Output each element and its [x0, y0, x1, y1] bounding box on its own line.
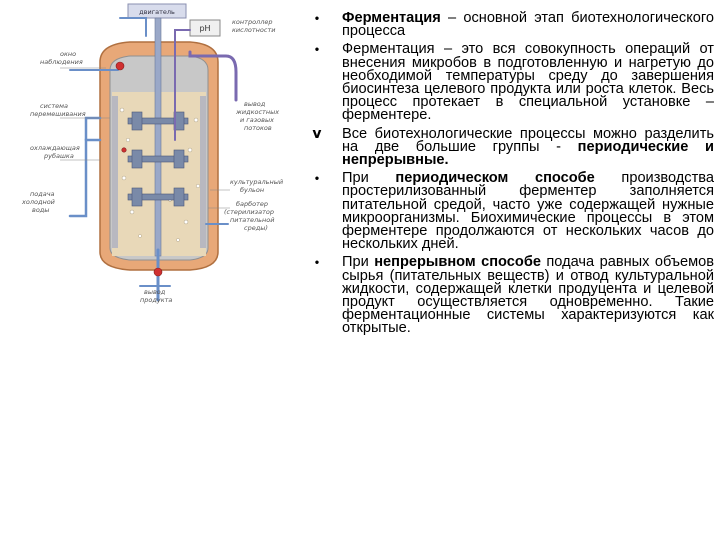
bullet-item: v Все биотехнологические процессы можно р…: [310, 125, 714, 169]
bullet-marker: v: [312, 125, 322, 142]
text-span: При: [342, 170, 396, 187]
text-span: Ферментация – это вся совокупность опера…: [342, 41, 714, 124]
bullet-text: При периодическом способе производства п…: [342, 170, 714, 253]
text-span: Все биотехнологические процессы можно ра…: [342, 125, 714, 155]
ph-box: pH: [189, 19, 221, 37]
bullet-text: Все биотехнологические процессы можно ра…: [342, 125, 714, 169]
bullet-marker: •: [314, 255, 320, 270]
bullet-text: Ферментация – основной этап биотехнологи…: [342, 10, 714, 40]
bold-text: Ферментация: [342, 10, 441, 26]
bullet-text: Ферментация – это вся совокупность опера…: [342, 41, 714, 124]
bullet-item: • Ферментация – это вся совокупность опер…: [310, 41, 714, 124]
valves: [115, 61, 163, 277]
bullet-item: • При периодическом способе производства …: [310, 170, 714, 253]
bullet-item: • Ферментация – основной этап биотехнолог…: [310, 10, 714, 40]
bullet-marker: •: [314, 11, 320, 25]
bullet-marker: •: [314, 171, 320, 186]
motor-label: двигатель: [139, 8, 175, 16]
text-span: производства простерилизованный ферменте…: [342, 170, 714, 253]
bullet-text: При непрерывном способе подача равных об…: [342, 254, 715, 337]
bold-text: непрерывном способе: [374, 254, 541, 271]
bold-text: периодическом способе: [395, 170, 595, 187]
motor-box: двигатель: [127, 3, 187, 19]
ph-label: pH: [199, 24, 210, 33]
leader-lines: [60, 67, 230, 209]
agitator-shaft: [127, 17, 189, 257]
text-panel: • Ферментация – основной этап биотехнолог…: [310, 10, 715, 337]
bold-text: периодические и непрерывные.: [342, 138, 714, 169]
bullet-item: • При непрерывном способе подача равных о…: [310, 254, 715, 337]
text-span: подача равных объемов сырья (питательных…: [342, 254, 715, 337]
text-span: – основной этап биотехнологического проц…: [342, 10, 714, 40]
bullet-marker: •: [314, 42, 320, 57]
text-span: При: [342, 254, 375, 271]
